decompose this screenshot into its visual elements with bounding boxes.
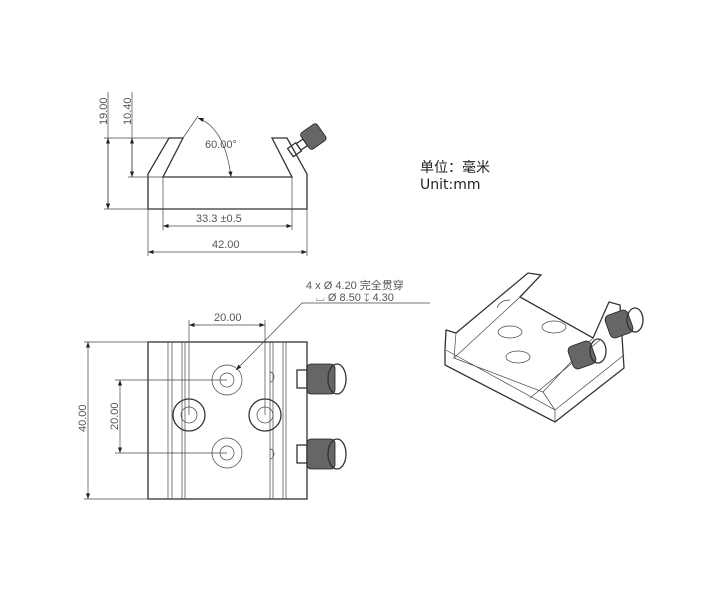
knob-icon [286, 123, 327, 158]
dim-inner-width: 33.3 ±0.5 [196, 213, 242, 225]
knob-icon [296, 438, 347, 470]
knob-icon [604, 307, 644, 339]
knob-icon [567, 338, 607, 370]
knob-icon [296, 363, 347, 395]
unit-label-cn: 单位：毫米 [420, 159, 490, 176]
hole-callout-line1: 4 x Ø 4.20 完全贯穿 [306, 278, 404, 292]
dim-hole-spacing-x: 20.00 [214, 312, 242, 324]
unit-label-en: Unit:mm [420, 177, 481, 193]
dim-length: 40.00 [77, 404, 89, 432]
isometric-view [444, 272, 644, 423]
top-view: 20.00 20.00 40.00 4 x Ø 4.20 完全贯穿 ⌴ Ø 8.… [77, 278, 430, 500]
dim-height-groove: 10.40 [122, 97, 134, 125]
dim-hole-spacing-y: 20.00 [109, 402, 121, 430]
dim-outer-width: 42.00 [212, 239, 240, 251]
dim-height-total: 19.00 [98, 97, 110, 125]
front-view: 19.00 10.40 60.00° 33.3 ±0.5 42.00 [98, 92, 327, 256]
hole-callout-line2: ⌴ Ø 8.50 ↧ 4.30 [316, 292, 394, 304]
dim-angle: 60.00° [205, 139, 237, 151]
